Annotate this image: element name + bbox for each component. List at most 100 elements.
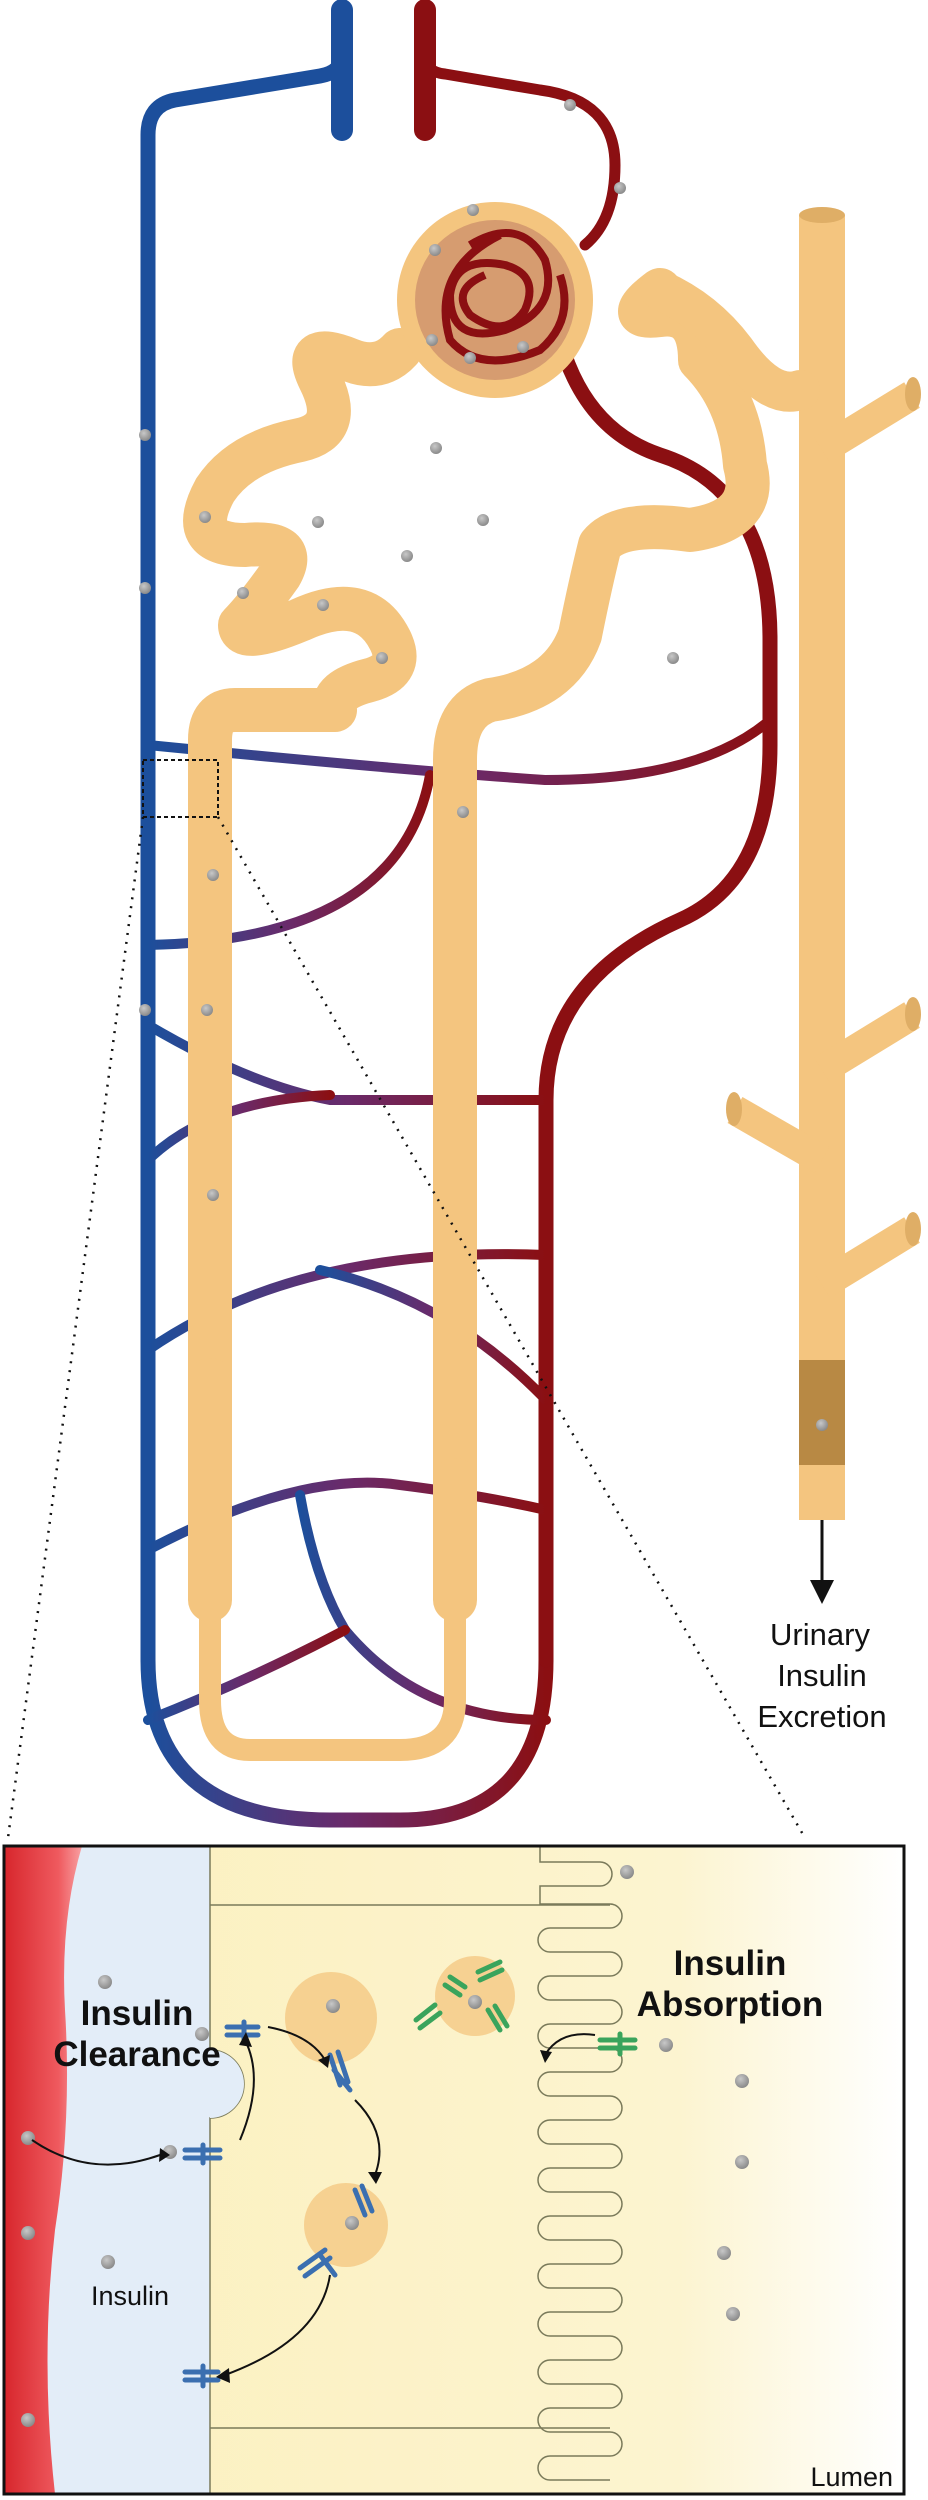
arrow-to-degradation	[354, 2099, 381, 2176]
insulin-molecule	[345, 2216, 359, 2230]
insulin-molecule	[401, 550, 413, 562]
arrowheads	[159, 2032, 552, 2383]
insulin-molecule	[139, 429, 151, 441]
insulin-molecule	[207, 1189, 219, 1201]
distal-connection	[640, 270, 820, 412]
glomerulus	[397, 202, 593, 398]
arrow-absorption	[544, 2033, 596, 2056]
insulin-molecule	[21, 2226, 35, 2240]
arrowhead-icon	[540, 2050, 552, 2063]
vasa-recta-loop	[140, 1652, 554, 1828]
receptor-icon	[182, 2363, 221, 2389]
zoom-line-left	[6, 816, 145, 1839]
descending-limb	[199, 1369, 466, 1761]
insulin-molecule	[430, 442, 442, 454]
receptor-icon	[485, 2003, 510, 2033]
clearance-label-line1: Insulin	[81, 1994, 194, 2033]
excretion-label-line2: Insulin	[777, 1658, 867, 1693]
collecting-duct-branch	[727, 1096, 830, 1174]
arrowhead-icon	[239, 2032, 252, 2047]
insulin-receptors-blue	[182, 2019, 375, 2389]
insulin-molecule	[139, 1004, 151, 1016]
collecting-duct	[726, 207, 921, 1604]
capillary	[143, 715, 775, 785]
absorption-label-line1: Insulin	[674, 1944, 787, 1983]
insulin-molecule	[735, 2074, 749, 2088]
arrow-into-endosome	[267, 2026, 326, 2061]
inset-border	[2, 1844, 906, 2496]
capillary	[143, 1090, 335, 1165]
arrowhead-icon	[216, 2368, 230, 2383]
interstitium	[40, 1846, 210, 2494]
collecting-duct-top	[799, 207, 845, 223]
receptor-icon	[352, 2183, 375, 2218]
inset-insulin	[21, 1865, 749, 2427]
brush-border-microvilli	[537, 1846, 623, 2481]
insulin-molecule	[376, 652, 388, 664]
excretion-label-line3: Excretion	[757, 1699, 886, 1734]
excretion-arrowhead-icon	[810, 1580, 834, 1604]
insulin-receptors-green	[413, 1959, 638, 2057]
arrow-to-membrane	[239, 2039, 255, 2141]
collecting-duct-branch	[814, 1002, 920, 1083]
nephron-tubule	[183, 268, 820, 1761]
urine-insulin-band	[799, 1360, 845, 1465]
insulin-molecule	[564, 99, 576, 111]
branch-end	[905, 997, 921, 1031]
insulin-molecule	[816, 1419, 828, 1431]
insulin-molecule	[477, 514, 489, 526]
insulin-molecule	[726, 2307, 740, 2321]
receptor-icon	[413, 2002, 443, 2031]
arrow-uptake	[31, 2139, 161, 2166]
insulin-molecules	[139, 99, 679, 1201]
endosome	[285, 1972, 377, 2064]
receptor-icon	[475, 1959, 505, 1983]
insulin-molecule	[735, 2155, 749, 2169]
insulin-molecule	[659, 2038, 673, 2052]
insulin-molecule	[717, 2246, 731, 2260]
insulin-molecule	[237, 587, 249, 599]
insulin-molecule	[101, 2255, 115, 2269]
insulin-label: Insulin	[91, 2281, 169, 2311]
insulin-molecule	[467, 204, 479, 216]
arrowhead-icon	[318, 2055, 330, 2068]
endocytic-pit	[210, 2050, 244, 2118]
insulin-molecule	[317, 599, 329, 611]
receptor-icon	[327, 2049, 353, 2093]
renal-vein	[140, 4, 350, 1668]
insulin-molecule	[426, 334, 438, 346]
insulin-molecule	[21, 2131, 35, 2145]
blood-capillary	[4, 1846, 82, 2494]
insulin-molecule	[207, 869, 219, 881]
insulin-molecule	[312, 516, 324, 528]
insulin-molecule	[429, 244, 441, 256]
insulin-molecule	[98, 1975, 112, 1989]
insulin-molecule	[517, 341, 529, 353]
proximal-tubule	[183, 328, 422, 1402]
clearance-label-line2: Clearance	[53, 2035, 220, 2074]
glomerular-space	[415, 220, 575, 380]
insulin-molecule	[195, 2027, 209, 2041]
lumen-label: Lumen	[810, 2462, 893, 2492]
branch-end	[726, 1092, 742, 1126]
insulin-molecule	[464, 352, 476, 364]
capillary	[295, 1490, 551, 1725]
branch-end	[905, 377, 921, 411]
efferent-arteriole	[538, 332, 778, 1668]
insulin-molecule	[620, 1865, 634, 1879]
collecting-duct-branch	[814, 382, 920, 463]
receptor-icon	[297, 2247, 338, 2279]
insulin-molecule	[614, 182, 626, 194]
collecting-duct-branch	[814, 1217, 920, 1298]
arrowhead-icon	[368, 2172, 382, 2184]
inset-panel: Insulin Clearance Insulin Absorption Ins…	[2, 1844, 906, 2496]
insulin-molecule	[21, 2413, 35, 2427]
branch-end	[905, 1212, 921, 1246]
insulin-molecule	[199, 511, 211, 523]
insulin-molecule	[667, 652, 679, 664]
excretion-label-line1: Urinary	[770, 1617, 870, 1652]
insulin-molecule	[139, 582, 151, 594]
absorption-label-line2: Absorption	[637, 1985, 824, 2024]
arrow-recycle	[224, 2274, 331, 2376]
